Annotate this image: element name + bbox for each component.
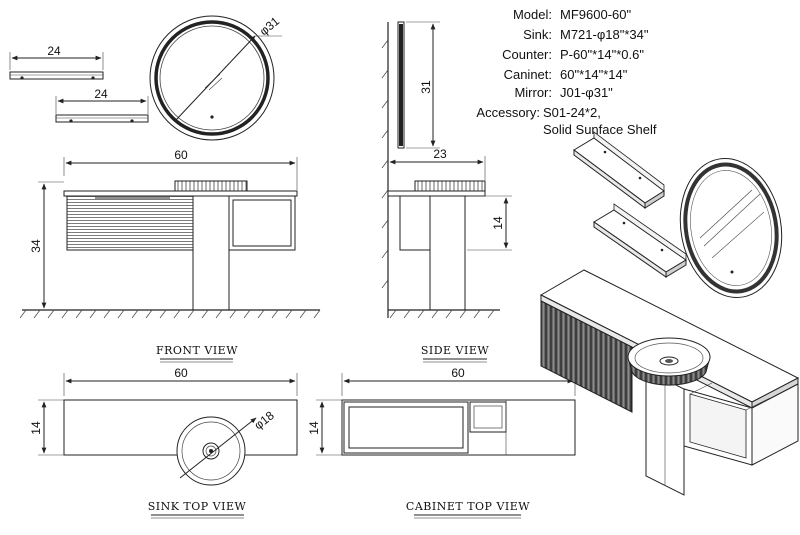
sink-top-width-label: 60 bbox=[174, 366, 188, 380]
side-depth-label: 23 bbox=[433, 147, 447, 161]
cabinet-top-view-title: CABINET TOP VIEW bbox=[406, 500, 530, 513]
spec-list: Model: MF9600-60" Sink: M721-φ18"*34" Co… bbox=[476, 7, 656, 137]
shelf-width-1-label: 24 bbox=[47, 44, 61, 58]
mirror-diameter-label: φ31 bbox=[257, 14, 282, 39]
cabinet-value: 60"*14"*14" bbox=[560, 67, 628, 82]
side-cabinet-height-label: 14 bbox=[491, 216, 505, 230]
accessory-value: S01-24*2, bbox=[543, 105, 601, 120]
counter-label: Counter: bbox=[502, 47, 552, 62]
accessory-value-line2: Solid Sunface Shelf bbox=[543, 122, 657, 137]
front-height-label: 34 bbox=[29, 239, 43, 253]
vanity-3d-illustration bbox=[539, 269, 800, 496]
sink-top-depth-label: 14 bbox=[29, 421, 43, 435]
mirror-3d-illustration bbox=[679, 158, 783, 298]
shelf-width-2-label: 24 bbox=[94, 87, 108, 101]
front-view-title: FRONT VIEW bbox=[156, 344, 238, 357]
shelf-drawing: 24 24 bbox=[9, 44, 149, 123]
cabinet-label: Caninet: bbox=[504, 67, 552, 82]
cabinet-top-depth-label: 14 bbox=[307, 421, 321, 435]
side-view-title: SIDE VIEW bbox=[421, 344, 490, 357]
cabinet-top-width-label: 60 bbox=[451, 366, 465, 380]
sink-top-view: 60 14 φ18 SINK TOP VIEW bbox=[29, 366, 298, 519]
cabinet-top-view: 60 14 CABINET TOP VIEW bbox=[307, 366, 576, 519]
mirror-height-label: 31 bbox=[419, 80, 433, 94]
model-label: Model: bbox=[513, 7, 552, 22]
counter-value: P-60"*14"*0.6" bbox=[560, 47, 644, 62]
mirror-value: J01-φ31" bbox=[560, 85, 613, 100]
sink-label: Sink: bbox=[523, 27, 552, 42]
sink-top-view-title: SINK TOP VIEW bbox=[148, 500, 247, 513]
front-width-label: 60 bbox=[174, 148, 188, 162]
accessory-label: Accessory: bbox=[476, 105, 540, 120]
mirror-side: 31 bbox=[387, 21, 440, 318]
mirror-label: Mirror: bbox=[514, 85, 552, 100]
shelf-3d-illustration bbox=[573, 131, 687, 278]
front-view: 60 34 FRONT VIE bbox=[19, 148, 321, 363]
model-value: MF9600-60" bbox=[560, 7, 631, 22]
sink-value: M721-φ18"*34" bbox=[560, 27, 649, 42]
mirror-front: φ31 bbox=[149, 14, 282, 141]
side-view: 23 14 SIDE VIEW bbox=[381, 39, 512, 363]
